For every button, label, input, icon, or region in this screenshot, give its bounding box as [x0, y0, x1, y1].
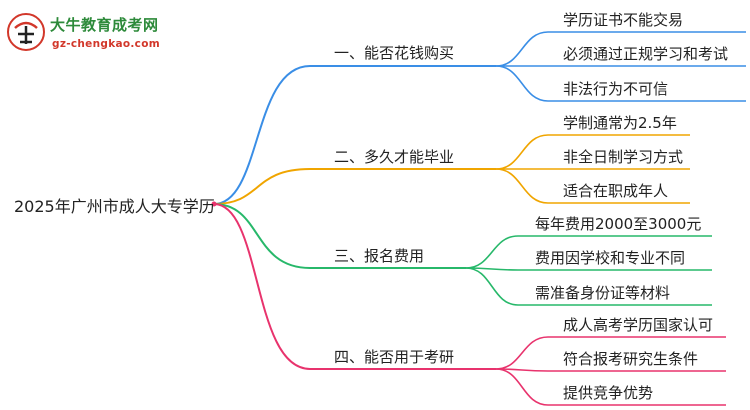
- leaf-connector-4-1: [495, 336, 726, 370]
- leaf-3-2: 费用因学校和专业不同: [535, 249, 686, 267]
- leaf-connector-2-1: [495, 134, 690, 170]
- logo-title: 大牛教育成考网: [50, 16, 159, 34]
- leaf-connector-3-3: [465, 267, 712, 306]
- leaf-1-3: 非法行为不可信: [563, 80, 669, 98]
- logo-mark-icon: [7, 13, 45, 51]
- branch-connector-1: [213, 65, 496, 205]
- branch-label-3: 三、报名费用: [334, 247, 425, 265]
- root-node: 2025年广州市成人大专学历: [14, 197, 215, 216]
- leaf-2-2: 非全日制学习方式: [563, 148, 684, 166]
- root-anchor: [211, 201, 217, 207]
- leaf-connector-1-1: [495, 31, 746, 67]
- branch-label-4: 四、能否用于考研: [334, 348, 455, 366]
- leaf-4-1: 成人高考学历国家认可: [563, 316, 714, 334]
- branch-connector-4: [213, 203, 496, 370]
- leaf-2-3: 适合在职成年人: [563, 182, 669, 200]
- leaf-connector-4-2: [495, 368, 726, 372]
- leaf-connector-3-2: [465, 267, 712, 271]
- leaf-4-3: 提供竞争优势: [563, 384, 654, 402]
- leaf-1-2: 必须通过正规学习和考试: [563, 45, 729, 63]
- logo-url: gz-chengkao.com: [52, 38, 160, 50]
- leaf-3-3: 需准备身份证等材料: [535, 284, 671, 302]
- leaf-connector-4-3: [495, 368, 726, 406]
- leaf-connector-3-1: [465, 235, 712, 269]
- leaf-connector-2-3: [495, 168, 690, 204]
- leaf-connector-1-3: [495, 65, 746, 102]
- leaf-2-1: 学制通常为2.5年: [563, 114, 677, 132]
- leaf-1-1: 学历证书不能交易: [563, 11, 684, 29]
- branch-connector-2: [213, 168, 496, 205]
- branch-label-1: 一、能否花钱购买: [334, 44, 455, 62]
- site-logo: 大牛教育成考网 gz-chengkao.com: [6, 10, 206, 60]
- branch-label-2: 二、多久才能毕业: [334, 148, 455, 166]
- leaf-4-2: 符合报考研究生条件: [563, 350, 699, 368]
- branch-connector-3: [213, 203, 466, 269]
- leaf-3-1: 每年费用2000至3000元: [535, 215, 702, 233]
